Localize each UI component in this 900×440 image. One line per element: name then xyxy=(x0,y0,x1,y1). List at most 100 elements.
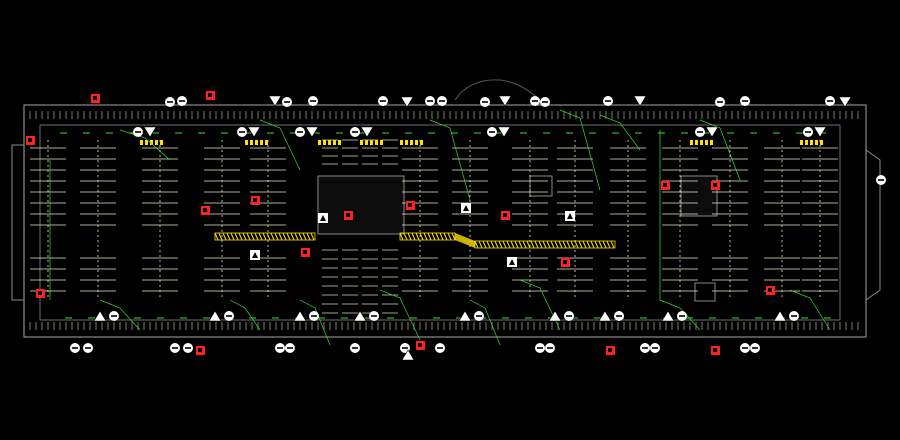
leader-line xyxy=(559,109,601,191)
main-drive-aisle xyxy=(140,140,823,249)
fire-symbol-core xyxy=(203,208,207,212)
sign-bar xyxy=(791,315,797,317)
crosswalk-stripe xyxy=(710,140,713,145)
triangle-warning-sign xyxy=(548,310,562,322)
sign-bar xyxy=(380,100,386,102)
annotation-lines xyxy=(49,109,831,346)
sign-bar xyxy=(179,100,185,102)
leader-line xyxy=(259,119,301,171)
sign-bar xyxy=(437,347,443,349)
sign-bar xyxy=(85,347,91,349)
fire-symbol-core xyxy=(93,96,97,100)
square-sign-glyph xyxy=(567,213,573,219)
fire-symbol-core xyxy=(28,138,32,142)
crosswalk-stripe xyxy=(323,140,326,145)
fire-symbol-core xyxy=(208,93,212,97)
drive-aisle-hatch xyxy=(582,240,587,249)
sign-bar xyxy=(439,100,445,102)
crosswalk-stripe xyxy=(370,140,373,145)
drive-aisle-hatch xyxy=(230,232,235,241)
sign-bar xyxy=(679,315,685,317)
crosswalk-stripe xyxy=(365,140,368,145)
drive-aisle-hatch xyxy=(494,240,499,249)
drive-aisle-hatch xyxy=(282,232,287,241)
drive-aisle-hatch xyxy=(482,240,487,249)
drive-aisle-hatch xyxy=(407,232,412,241)
drive-aisle-hatch xyxy=(510,240,515,249)
sign-bar xyxy=(482,101,488,103)
sign-bar xyxy=(297,131,303,133)
drive-aisle-hatch xyxy=(411,232,416,241)
drive-aisle-hatch xyxy=(298,232,303,241)
crosswalk-stripe xyxy=(360,140,363,145)
crosswalk-stripe xyxy=(150,140,153,145)
drive-aisle-hatch xyxy=(419,232,424,241)
crosswalk-stripe xyxy=(810,140,813,145)
crosswalk-stripe xyxy=(160,140,163,145)
sign-bar xyxy=(167,101,173,103)
drive-aisle-hatch xyxy=(431,232,436,241)
drive-aisle-hatch xyxy=(562,240,567,249)
drive-aisle-hatch xyxy=(290,232,295,241)
shaft-box-2 xyxy=(694,282,716,302)
drive-aisle-hatch xyxy=(246,232,251,241)
crosswalk-stripe xyxy=(400,140,403,145)
sign-bar xyxy=(742,347,748,349)
sign-bar xyxy=(284,101,290,103)
inner-wall xyxy=(39,124,841,321)
sign-bar xyxy=(277,347,283,349)
drive-aisle-hatch xyxy=(274,232,279,241)
crosswalk-stripe xyxy=(805,140,808,145)
crosswalk-stripe xyxy=(318,140,321,145)
crosswalk-stripe xyxy=(265,140,268,145)
sign-bar xyxy=(352,131,358,133)
triangle-warning-sign xyxy=(773,310,787,322)
sign-bar xyxy=(135,131,141,133)
sign-bar xyxy=(310,100,316,102)
drive-aisle-hatch xyxy=(550,240,555,249)
leader-line xyxy=(699,119,741,181)
fire-symbol-core xyxy=(503,213,507,217)
crosswalk-stripe xyxy=(375,140,378,145)
triangle-sign xyxy=(400,96,414,108)
sign-bar xyxy=(111,315,117,317)
drive-aisle-hatch xyxy=(234,232,239,241)
drive-aisle-hatch xyxy=(486,240,491,249)
drive-aisle-hatch xyxy=(238,232,243,241)
drive-aisle-hatch xyxy=(250,232,255,241)
square-sign-glyph xyxy=(463,205,469,211)
sign-bar xyxy=(642,347,648,349)
drive-aisle-hatch xyxy=(242,232,247,241)
fire-equipment-symbols xyxy=(26,91,775,355)
core-block xyxy=(317,175,405,235)
drive-aisle-hatch xyxy=(502,240,507,249)
triangle-sign xyxy=(497,126,511,138)
crosswalk-stripe xyxy=(690,140,693,145)
fire-symbol-core xyxy=(303,250,307,254)
drive-aisle-hatch xyxy=(403,232,408,241)
crosswalk-stripe xyxy=(800,140,803,145)
drive-aisle-hatch xyxy=(522,240,527,249)
triangle-sign xyxy=(305,126,319,138)
crosswalk-stripe xyxy=(815,140,818,145)
fire-symbol-core xyxy=(768,288,772,292)
crosswalk-stripe xyxy=(410,140,413,145)
sign-bar xyxy=(697,131,703,133)
drive-aisle-hatch xyxy=(598,240,603,249)
drive-aisle-hatch xyxy=(222,232,227,241)
drive-aisle-hatch xyxy=(574,240,579,249)
leader-line xyxy=(469,299,501,346)
drive-aisle-hatch xyxy=(498,240,503,249)
fire-symbol-core xyxy=(713,183,717,187)
leader-line xyxy=(599,114,641,151)
drive-aisle-hatch xyxy=(415,232,420,241)
drive-aisle-hatch xyxy=(526,240,531,249)
drive-aisle-hatch xyxy=(534,240,539,249)
triangle-warning-sign xyxy=(458,310,472,322)
triangle-sign xyxy=(143,126,157,138)
drive-aisle-hatch xyxy=(538,240,543,249)
drive-aisle-hatch xyxy=(254,232,259,241)
crosswalk-stripe xyxy=(260,140,263,145)
sign-bar xyxy=(352,347,358,349)
drive-aisle-hatch xyxy=(506,240,511,249)
